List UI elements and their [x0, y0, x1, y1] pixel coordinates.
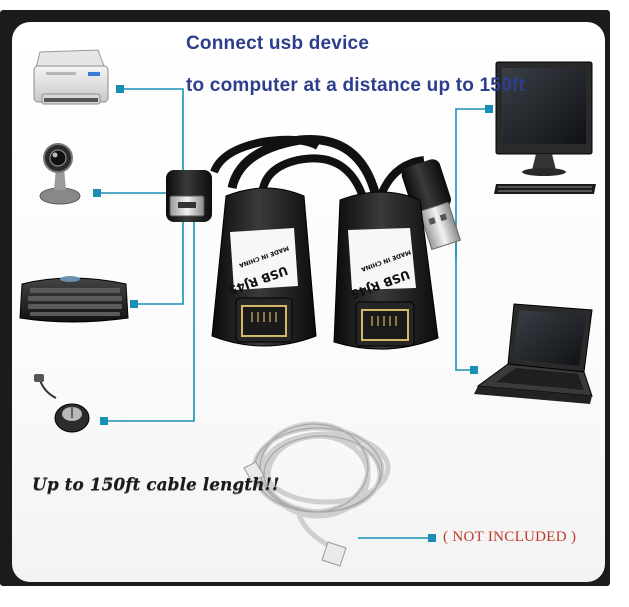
not-included-note: ( NOT INCLUDED )	[443, 529, 577, 545]
printer-icon	[33, 49, 109, 105]
headline-line-2: to computer at a distance up to 150ft	[186, 75, 525, 96]
usb-extender-adapter-icon: USB RJ45 MADE IN CHINA USB RJ45 MADE IN …	[166, 134, 462, 350]
cable-length-caption: Up to 150ft cable length!!	[32, 475, 280, 495]
headline-line-1: Connect usb device	[186, 33, 370, 54]
connector-lines-left	[97, 88, 195, 422]
ethernet-cable-icon	[243, 421, 391, 567]
connector-squares-left	[93, 85, 138, 425]
connector-squares-right	[428, 105, 493, 542]
laptop-icon	[474, 303, 593, 404]
monitor-icon	[494, 61, 596, 194]
keyboard-icon	[19, 276, 129, 323]
webcam-icon	[39, 143, 81, 205]
connector-lines-right	[358, 108, 489, 539]
mouse-icon	[34, 374, 90, 433]
